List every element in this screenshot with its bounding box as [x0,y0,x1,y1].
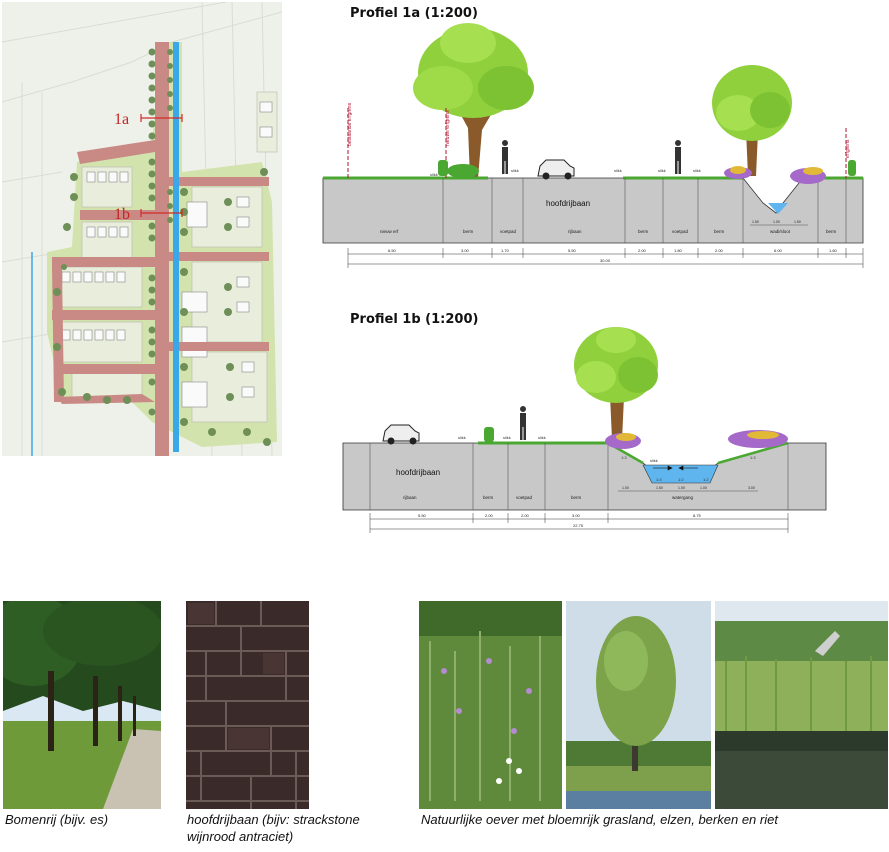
kerb-label: slikk [458,435,466,440]
zone-label: berm [463,229,474,234]
slope-label: 1:2 [678,477,684,482]
tree-icon [712,65,792,176]
dim-label: 8.75 [693,513,702,518]
car-icon [382,424,420,445]
dim-label: 1.80 [674,248,683,253]
dim-label: 3.00 [461,248,470,253]
kerb-label: slikk [614,168,622,173]
car-icon [537,159,575,180]
pedestrian-icon [520,406,526,440]
wadi-dim: 1.50 [794,220,801,224]
slope-label: 1:3 [621,455,627,460]
dim-label: 6.50 [388,248,397,253]
caption-bomenrij: Bomenrij (bijv. es) [5,812,109,827]
pedestrian-icon [502,140,508,174]
total-dim-label: 30.00 [600,258,611,263]
section-marker-1a [140,114,183,122]
water-dim: 3.00 [748,486,755,490]
main-road-label: hoofdrijbaan [396,468,440,477]
kerb-label: slikk [658,168,666,173]
photo-bloemrijk-grasland [419,601,562,809]
profile-1b-section: slikk slikk slikk slikk 1:3 1:3 1:2 1:2 … [342,327,827,533]
wadi-dim: 1.00 [773,220,780,224]
zone-label: berm [571,495,582,500]
dim-label: 2.00 [715,248,724,253]
profile-1a-section: bestaande erfgrens nieuwe erfgrens erfgr… [322,23,864,268]
slope-label: 1:3 [750,455,756,460]
edge-label-left: bestaande erfgrens [347,102,353,146]
flower-planting [724,166,826,184]
wadi-water [768,203,788,214]
kerb-label: slikk [511,168,519,173]
ground-body [322,177,864,244]
photo-bomenrij [3,601,161,809]
site-plan-map: 1a 1b [2,2,282,456]
zone-label: berm [714,229,725,234]
water-dim: 1.50 [656,486,663,490]
marker-label-1b: 1b [114,206,130,223]
zone-label: berm [638,229,649,234]
canal [173,42,179,452]
kerb-label: slikk [538,435,546,440]
site-plan-drawing: 1a 1b [2,2,282,456]
shrub [484,427,494,442]
dim-label: 1.60 [829,248,838,253]
photo-strackstone [186,601,309,809]
caption-hoofdrijbaan: hoofdrijbaan (bijv: strackstone wijnrood… [187,812,360,844]
profile-1b-title: Profiel 1b (1:200) [350,312,479,327]
profile-1a-title: Profiel 1a (1:200) [350,6,478,21]
pedestrian-icon [675,140,681,174]
zone-label: voetpad [516,495,533,500]
zone-label: nieuw erf [380,229,399,234]
dim-label: 2.00 [638,248,647,253]
slope-label: 1:2 [703,477,709,482]
building-footprints [61,101,273,408]
roads [52,42,269,456]
watergang-water [642,464,719,484]
kerb-label: slikk [650,458,658,463]
water-dim: 1.00 [700,486,707,490]
kerb-label: slikk [430,172,438,177]
section-marker-1b [140,209,183,217]
zone-label: voetpad [500,229,517,234]
kerb-label: slikk [503,435,511,440]
dim-label: 5.50 [418,513,427,518]
dim-label: 2.00 [521,513,530,518]
dim-label: 1.70 [501,248,510,253]
tree-rows [53,48,271,446]
photo-els [566,601,711,809]
zone-label: berm [826,229,837,234]
zone-label: voetpad [672,229,689,234]
zone-label: rijbaan [568,229,582,234]
kerb-label: slikk [693,168,701,173]
flow-arrows [653,465,698,471]
dim-label: 6.00 [774,248,783,253]
marker-label-1a: 1a [114,111,129,128]
zone-label: wadi/sloot [770,229,791,234]
edge-label-mid: nieuwe erfgrens [445,110,451,146]
slope-label: 1:3 [656,477,662,482]
photo-riet-water [715,601,888,809]
zone-label: watergang [672,495,694,500]
caption-oever: Natuurlijke oever met bloemrijk grasland… [421,812,778,827]
dim-label: 5.50 [568,248,577,253]
total-dim-label: 22.75 [573,523,584,528]
shrubs [438,160,856,178]
wadi-dim: 1.50 [752,220,759,224]
zone-label: berm [483,495,494,500]
tree-icon [574,327,658,440]
main-road-label: hoofdrijbaan [546,199,590,208]
zone-label: rijbaan [403,495,417,500]
dim-label: 3.00 [572,513,581,518]
water-dim: 1.00 [622,486,629,490]
flower-planting [605,430,788,449]
dim-label: 2.00 [485,513,494,518]
tree-icon [413,23,534,178]
water-dim: 1.00 [678,486,685,490]
edge-label-right: erfgrens [845,139,851,158]
